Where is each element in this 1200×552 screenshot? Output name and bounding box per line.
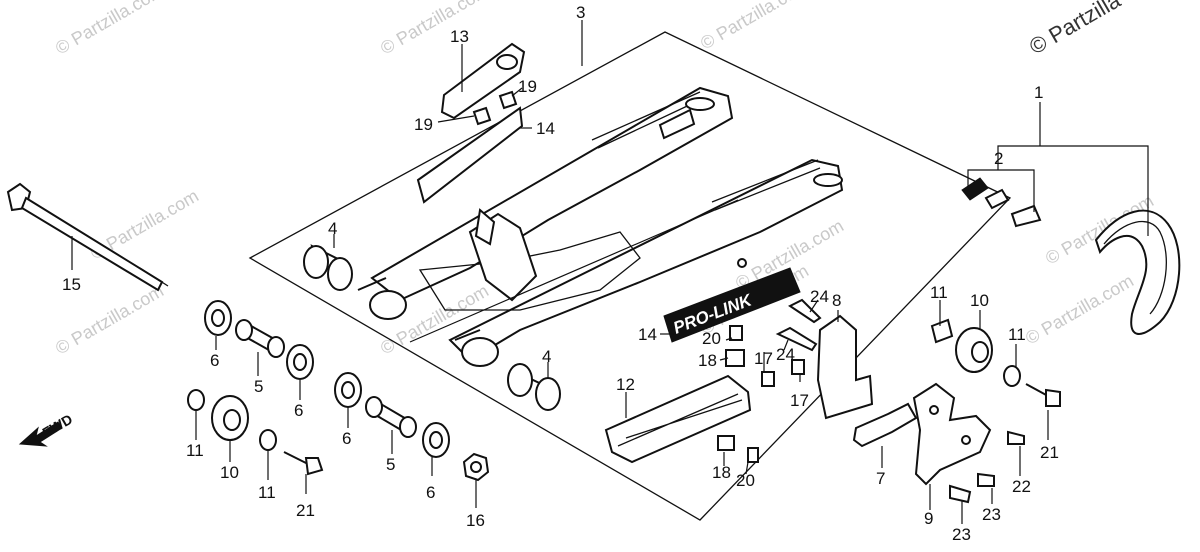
callout-6: 6 (294, 401, 303, 420)
nut-17-a (761, 371, 775, 387)
collar-11-b (259, 429, 277, 451)
watermark: © Partzilla.com (1022, 270, 1137, 348)
callout-23: 23 (952, 525, 971, 544)
callout-10: 10 (970, 291, 989, 310)
callout-12: 12 (616, 375, 635, 394)
bolt-20-a (729, 325, 743, 341)
collar-18-b (717, 435, 735, 451)
callout-22: 22 (1012, 477, 1031, 496)
callout-6: 6 (342, 429, 351, 448)
fwd-arrow: FWD (18, 411, 76, 447)
pivot-bolt (6, 182, 169, 292)
callout-14: 14 (536, 119, 555, 138)
bracket-7 (852, 402, 918, 448)
nut-17-b (791, 359, 805, 375)
bracket-8 (816, 314, 874, 420)
chain-slider (604, 374, 752, 464)
bolt-22 (1007, 430, 1025, 445)
collar-11-a (187, 389, 205, 411)
callout-21: 21 (296, 501, 315, 520)
callout-8: 8 (832, 291, 841, 310)
bolt-21-b (1025, 383, 1061, 407)
pivot-bore-right (461, 337, 499, 367)
callout-9: 9 (924, 509, 933, 528)
collar-11-c (930, 318, 954, 344)
callout-11: 11 (186, 441, 204, 460)
callout-16: 16 (466, 511, 485, 530)
callout-labels: 1 2 3 4 4 5 5 6 6 6 6 7 8 9 10 10 11 11 … (62, 3, 1059, 544)
callout-4: 4 (328, 219, 337, 238)
callout-7: 7 (876, 469, 885, 488)
callout-3: 3 (576, 3, 585, 22)
bushing-4-upper (303, 244, 353, 291)
leader-lines (71, 20, 1149, 524)
callout-19: 19 (414, 115, 433, 134)
nut-16 (462, 452, 490, 482)
callout-21: 21 (1040, 443, 1059, 462)
callout-18: 18 (712, 463, 731, 482)
collar-6-a (204, 300, 232, 336)
callout-15: 15 (62, 275, 81, 294)
watermark: © Partzilla.com (697, 0, 812, 53)
chain-guard-strip (416, 106, 524, 204)
collar-6-d (422, 422, 450, 458)
bushing-4-lower (507, 363, 561, 411)
collar-11-d (1003, 365, 1021, 387)
corner-watermark: © Partzilla (1025, 0, 1125, 59)
bolt-24-b (788, 298, 822, 324)
bolt-23-a (977, 472, 995, 487)
callout-2: 2 (994, 149, 1003, 168)
watermark: © Partzilla.com (52, 0, 167, 58)
callout-11: 11 (258, 483, 276, 502)
callout-20: 20 (702, 329, 721, 348)
fwd-label: FWD (40, 411, 76, 441)
callout-23: 23 (982, 505, 1001, 524)
screw-19-a (472, 106, 492, 126)
collar-6-b (286, 344, 314, 380)
callout-17: 17 (754, 349, 773, 368)
callout-11: 11 (930, 283, 948, 302)
callout-24: 24 (810, 287, 829, 306)
collar-6-c (334, 372, 362, 408)
collar-18-a (725, 349, 745, 367)
bolt-23-b (949, 484, 972, 504)
callout-24: 24 (776, 345, 795, 364)
callout-6: 6 (426, 483, 435, 502)
bolt-21-a (283, 451, 324, 476)
callout-1: 1 (1034, 83, 1043, 102)
bracket-9 (912, 382, 992, 486)
roller-10-b (955, 327, 993, 373)
callout-20: 20 (736, 471, 755, 490)
callout-6: 6 (210, 351, 219, 370)
callout-4: 4 (542, 347, 551, 366)
chain-joint (961, 177, 1042, 228)
callout-17: 17 (790, 391, 809, 410)
callout-5: 5 (254, 377, 263, 396)
callout-10: 10 (220, 463, 239, 482)
callout-19: 19 (518, 77, 537, 96)
callout-11: 11 (1008, 325, 1026, 344)
pivot-bore-left (369, 290, 407, 320)
bolt-24-a (775, 326, 818, 352)
assembly-outline (248, 31, 1012, 521)
watermark: © Partzilla.com (377, 0, 492, 58)
callout-18: 18 (698, 351, 717, 370)
bearing-5-a (235, 319, 285, 358)
bolt-20-b (747, 447, 759, 463)
callout-5: 5 (386, 455, 395, 474)
callout-13: 13 (450, 27, 469, 46)
drive-chain (1094, 209, 1181, 335)
roller-10-a (211, 395, 249, 441)
bearing-5-b (365, 396, 417, 438)
callout-14: 14 (638, 325, 657, 344)
